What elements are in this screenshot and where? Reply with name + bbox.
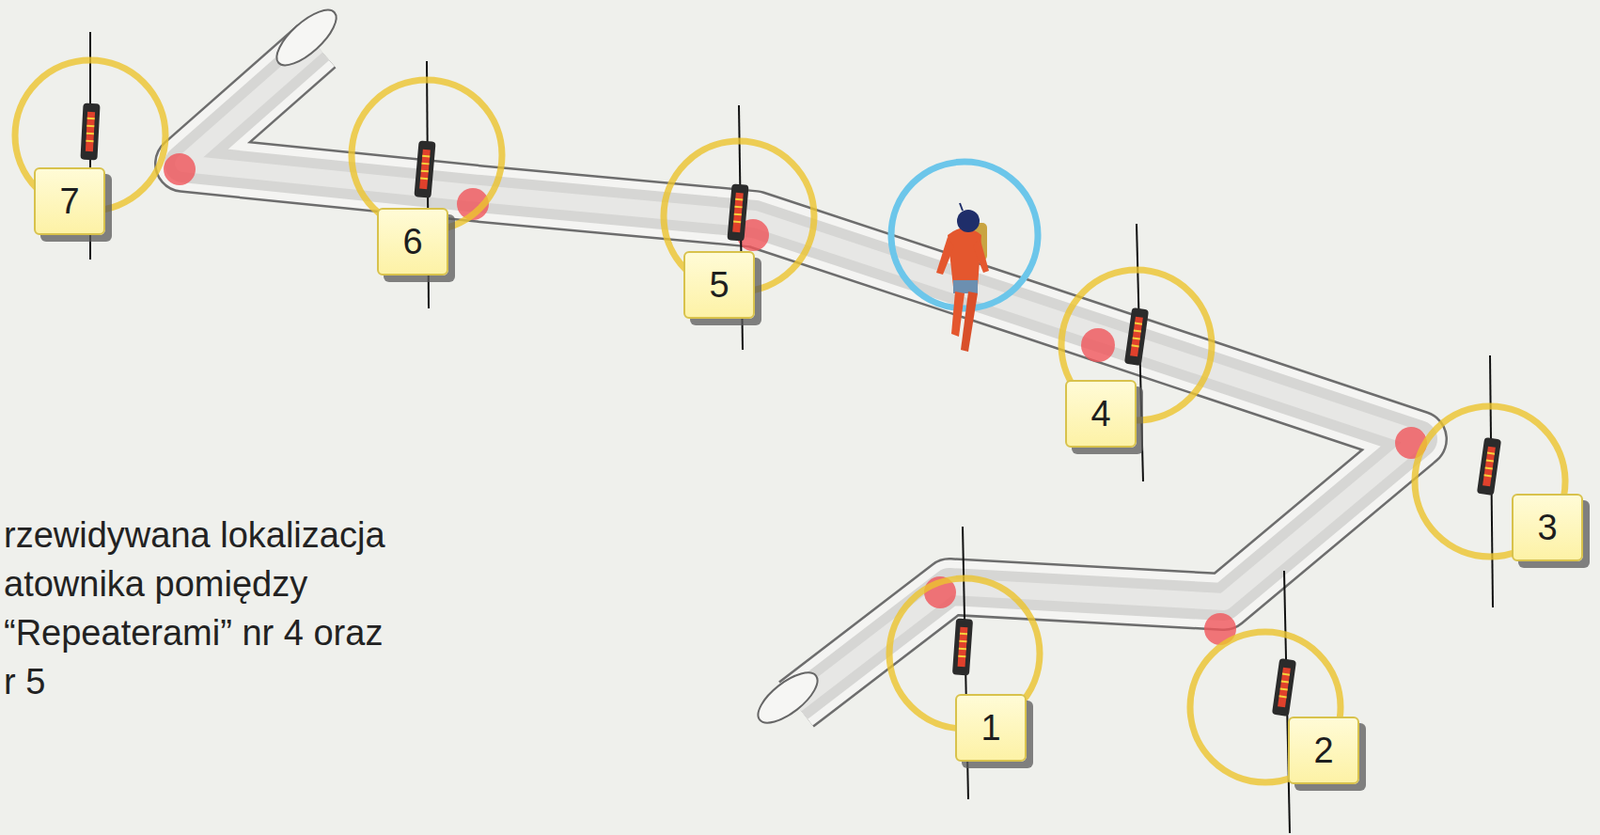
range-ring xyxy=(15,60,1566,783)
repeater-antenna xyxy=(90,31,1493,833)
callout-number: 2 xyxy=(1313,732,1334,769)
callout-box: 3 xyxy=(1511,493,1584,562)
note-text: rzewidywana lokalizacja atownika pomiędz… xyxy=(3,510,394,706)
callout-number: 4 xyxy=(1090,395,1111,432)
callout-number: 5 xyxy=(708,266,729,303)
callout-box: 6 xyxy=(376,207,449,276)
callout-box: 2 xyxy=(1287,716,1360,785)
callout-number: 6 xyxy=(402,223,423,260)
callout-number: 3 xyxy=(1537,509,1557,546)
location-dot xyxy=(163,153,1428,645)
callout-number: 1 xyxy=(980,709,1001,746)
callout-box: 4 xyxy=(1065,379,1137,448)
callout-box: 7 xyxy=(33,167,106,236)
rescuer-figure xyxy=(891,161,1038,352)
callout-box: 5 xyxy=(683,250,755,319)
callout-box: 1 xyxy=(955,693,1027,762)
callout-number: 7 xyxy=(59,183,79,220)
